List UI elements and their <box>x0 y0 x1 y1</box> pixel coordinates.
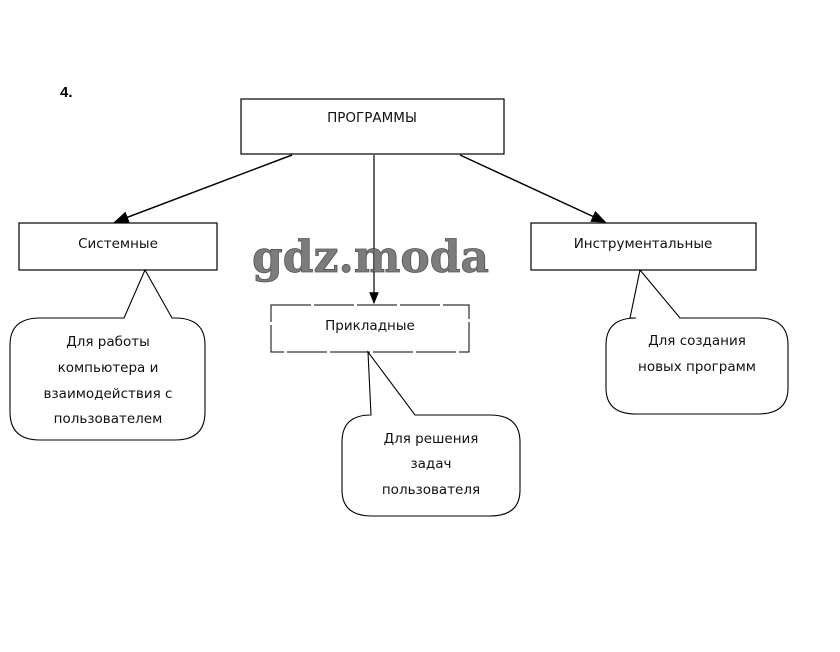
system-desc-line: компьютера и <box>58 360 159 376</box>
watermark: gdz.moda <box>252 232 489 283</box>
system-desc-line: взаимодействия с <box>44 386 173 402</box>
root-node: ПРОГРАММЫ <box>240 98 505 155</box>
applied-label: Прикладные <box>325 318 415 334</box>
tools-callout: Для создания новых программ <box>605 268 789 415</box>
tools-desc-line: Для создания <box>648 333 746 349</box>
system-callout: Для работы компьютера и взаимодействия с… <box>9 268 206 441</box>
applied-node: Прикладные <box>270 304 470 353</box>
arrow-to-tools <box>459 154 607 223</box>
root-label: ПРОГРАММЫ <box>327 110 417 126</box>
task-number: 4. <box>60 84 73 101</box>
applied-callout: Для решения задач пользователя <box>341 350 521 517</box>
system-desc-line: Для работы <box>66 334 150 350</box>
applied-desc-line: пользователя <box>382 482 480 498</box>
system-desc-line: пользователем <box>54 411 163 427</box>
system-node: Системные <box>18 222 218 271</box>
tools-node: Инструментальные <box>530 222 757 271</box>
applied-desc-line: задач <box>410 456 451 472</box>
arrow-to-system <box>113 154 293 223</box>
system-label: Системные <box>78 236 158 252</box>
applied-desc-line: Для решения <box>384 431 479 447</box>
tools-label: Инструментальные <box>574 236 713 252</box>
tools-desc-line: новых программ <box>638 359 756 375</box>
